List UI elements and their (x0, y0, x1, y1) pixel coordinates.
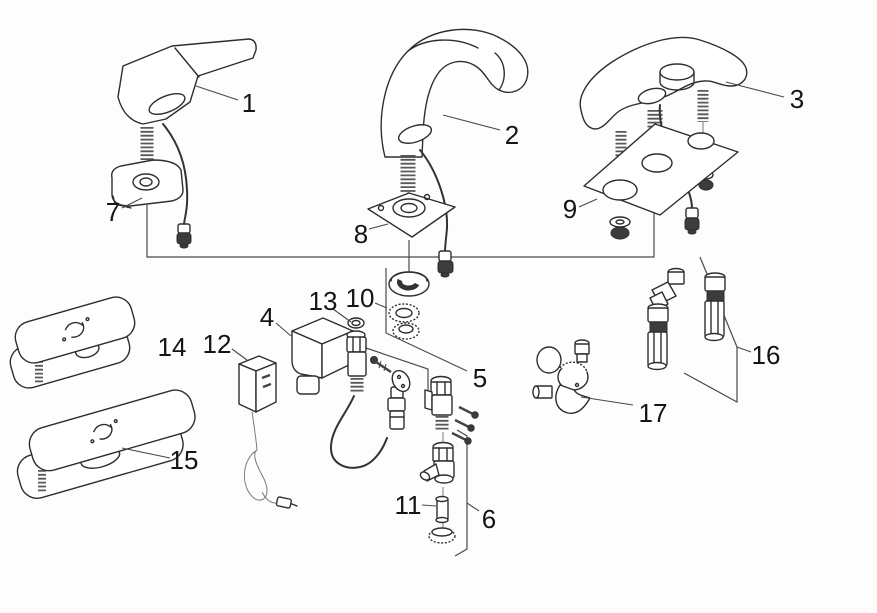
vandal-screw (370, 356, 392, 374)
callout-10: 10 (346, 283, 375, 313)
callout-16: 16 (752, 340, 781, 370)
part-solenoid-valve (329, 330, 411, 469)
sensor-window (637, 87, 667, 105)
callout-13: 13 (309, 286, 338, 316)
mounting-clip (424, 389, 433, 411)
sensor-cable (162, 123, 189, 225)
part-centerset-mounting-gasket (583, 123, 739, 240)
callout-12: 12 (203, 329, 232, 359)
callout-14: 14 (158, 332, 187, 362)
callout-6: 6 (482, 504, 496, 534)
power-cord (251, 411, 258, 451)
part-supply-connectors (647, 267, 726, 371)
filter-insert (435, 495, 449, 524)
callout-15: 15 (170, 445, 199, 475)
part-aerator-kit (388, 271, 430, 340)
part-check-valve-assembly (419, 375, 479, 544)
nut (698, 179, 714, 191)
callout-2: 2 (505, 120, 519, 150)
callout-labels: 1 2 3 4 5 6 7 8 9 10 11 12 13 14 15 16 1… (106, 84, 804, 534)
plug-prong (261, 373, 271, 380)
grouping-brackets (146, 205, 752, 557)
elbow-connector (647, 267, 685, 371)
callout-9: 9 (563, 194, 577, 224)
screws (451, 405, 479, 445)
part-angular-sensor-spout (117, 38, 257, 249)
side-cap (536, 346, 562, 374)
callout-11: 11 (395, 490, 422, 520)
sensor-cable (419, 149, 449, 253)
callout-17: 17 (639, 398, 668, 428)
solenoid-cable (329, 395, 388, 469)
part-control-module (291, 317, 354, 395)
plate (14, 296, 136, 364)
lever-handle (555, 384, 591, 414)
inlet-port (532, 385, 553, 399)
part-single-hole-mounting-plate (111, 159, 184, 209)
mixer-dome (659, 63, 695, 91)
part-gooseneck-sensor-spout (380, 28, 529, 278)
callout-1: 1 (242, 88, 256, 118)
part-power-adapter (238, 355, 298, 509)
part-mixing-valve (532, 339, 591, 414)
nut (610, 226, 630, 240)
part-square-mounting-plate (367, 192, 456, 238)
callout-8: 8 (354, 219, 368, 249)
part-cover-plate-4in (9, 296, 136, 389)
temperature-dial (391, 369, 411, 393)
brand-emblem (93, 423, 113, 440)
washer (609, 216, 631, 228)
callout-7: 7 (106, 197, 120, 227)
part-cover-plate-8in (16, 389, 196, 499)
sensor-window (148, 93, 186, 115)
check-valve (419, 441, 455, 484)
callout-5: 5 (473, 363, 487, 393)
cable-connector (387, 386, 406, 430)
brand-emblem (64, 321, 85, 338)
callout-3: 3 (790, 84, 804, 114)
knurled-cap (428, 527, 456, 544)
callout-4: 4 (260, 302, 274, 332)
part-o-ring (347, 317, 365, 329)
leader-lines (121, 81, 785, 507)
cord-plug (275, 496, 298, 509)
straight-connector (704, 272, 726, 342)
plug-prong (262, 382, 272, 389)
sensor-window (397, 124, 433, 144)
